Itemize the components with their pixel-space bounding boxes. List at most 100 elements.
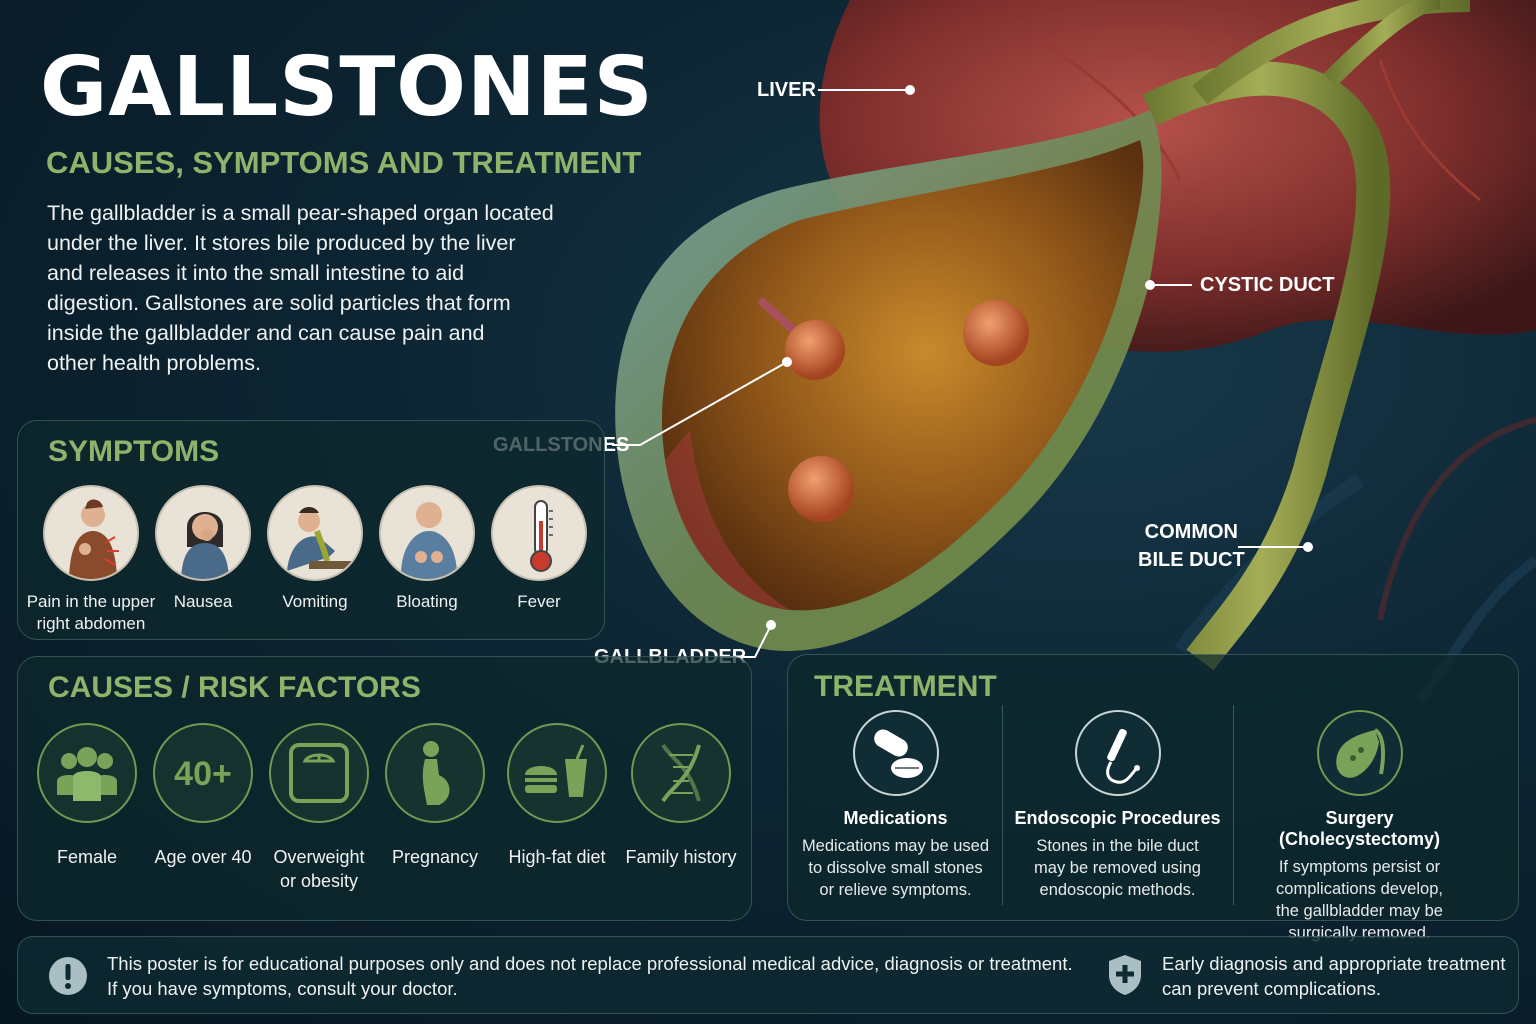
- intro-line: The gallbladder is a small pear-shaped o…: [47, 201, 554, 225]
- common-bile-duct-line2: BILE DUCT: [1138, 549, 1245, 571]
- treatment-heading: Surgery (Cholecystectomy): [1278, 808, 1441, 849]
- symptom-label: Fever: [474, 591, 604, 613]
- treatment-desc-line: to dissolve small stones: [808, 859, 983, 877]
- person-vomiting-icon: [267, 485, 363, 581]
- cause-label-line1: Female: [56, 847, 118, 867]
- cause-label: Female: [22, 845, 152, 869]
- treatment-desc-line: Medications may be used: [801, 837, 990, 855]
- person-nausea-icon: [155, 485, 251, 581]
- symptoms-panel: SYMPTOMS Pain in the upper right abdomen: [17, 420, 605, 640]
- cause-item: Overweight or obesity: [254, 723, 384, 893]
- treatment-heading: Endoscopic Procedures: [1014, 808, 1221, 828]
- treatment-desc-line: the gallbladder may be: [1276, 902, 1443, 920]
- intro-line: other health problems.: [47, 351, 261, 375]
- liver-label: LIVER: [757, 79, 816, 101]
- treatment-divider: [1233, 705, 1234, 905]
- age-40-text: 40+: [174, 755, 232, 793]
- symptom-label-line1: Bloating: [396, 592, 458, 611]
- cause-label-line1: High-fat diet: [508, 847, 606, 867]
- cause-label: Family history: [616, 845, 746, 869]
- symptom-item: Pain in the upper right abdomen: [26, 485, 156, 635]
- causes-panel: CAUSES / RISK FACTORS Female 40+ Age ove…: [17, 656, 752, 921]
- treatment-description: Medications may be used to dissolve smal…: [788, 835, 1003, 901]
- pills-icon: [852, 710, 939, 796]
- cause-label-line1: Family history: [625, 847, 737, 867]
- treatment-panel: TREATMENT Medications Medications may be…: [787, 654, 1519, 942]
- page-subtitle: CAUSES, SYMPTOMS AND TREATMENT: [46, 145, 642, 180]
- group-people-icon: [37, 723, 137, 823]
- cause-item: Pregnancy: [370, 723, 500, 869]
- cause-label: Age over 40: [138, 845, 268, 869]
- symptom-label-line1: Nausea: [173, 592, 233, 611]
- page-title: GALLSTONES: [40, 40, 654, 135]
- symptoms-title: SYMPTOMS: [48, 435, 220, 468]
- cystic-duct-label: CYSTIC DUCT: [1200, 274, 1335, 296]
- cause-label: Overweight or obesity: [254, 845, 384, 893]
- common-bile-duct-line1: COMMON: [1144, 521, 1238, 543]
- symptom-label-line1: Pain in the upper: [26, 592, 156, 611]
- cause-item: Family history: [616, 723, 746, 869]
- age-40-icon: 40+: [153, 723, 253, 823]
- cause-label-line1: Overweight: [273, 847, 365, 867]
- causes-title: CAUSES / RISK FACTORS: [48, 671, 421, 704]
- treatment-desc-line: complications develop,: [1276, 880, 1443, 898]
- person-pain-icon: [43, 485, 139, 581]
- cause-label: Pregnancy: [370, 845, 500, 869]
- treatment-description: Stones in the bile duct may be removed u…: [1010, 835, 1225, 901]
- endoscope-icon: [1074, 710, 1161, 796]
- symptom-item: Fever: [474, 485, 604, 613]
- symptom-item: Vomiting: [250, 485, 380, 613]
- exclamation-icon: [49, 957, 87, 995]
- symptom-label: Bloating: [362, 591, 492, 613]
- treatment-item: Surgery (Cholecystectomy) If symptoms pe…: [1252, 710, 1467, 944]
- prevention-line1: Early diagnosis and appropriate treatmen…: [1162, 953, 1506, 974]
- treatment-heading: Medications: [843, 808, 948, 828]
- treatment-description: If symptoms persist or complications dev…: [1252, 856, 1467, 944]
- disclaimer-line2: If you have symptoms, consult your docto…: [107, 978, 458, 999]
- intro-paragraph: The gallbladder is a small pear-shaped o…: [47, 198, 567, 378]
- common-bile-duct-label: COMMON BILE DUCT: [1138, 518, 1245, 574]
- treatment-item: Endoscopic Procedures Stones in the bile…: [1010, 710, 1225, 901]
- treatment-desc-line: may be removed using: [1034, 859, 1201, 877]
- prevention-line2: can prevent complications.: [1162, 978, 1382, 999]
- intro-line: digestion. Gallstones are solid particle…: [47, 291, 511, 315]
- pregnancy-icon: [385, 723, 485, 823]
- symptom-label-line1: Vomiting: [282, 592, 348, 611]
- disclaimer-text: This poster is for educational purposes …: [107, 951, 1073, 1001]
- disclaimer-line1: This poster is for educational purposes …: [107, 953, 1073, 974]
- treatment-item: Medications Medications may be used to d…: [788, 710, 1003, 901]
- burger-drink-icon: [507, 723, 607, 823]
- treatment-desc-line: or relieve symptoms.: [819, 881, 972, 899]
- cause-label-line1: Age over 40: [154, 847, 252, 867]
- symptom-label: Nausea: [138, 591, 268, 613]
- gallbladder-icon: [1316, 710, 1403, 796]
- intro-line: and releases it into the small intestine…: [47, 261, 465, 285]
- symptom-label: Vomiting: [250, 591, 380, 613]
- symptom-label-line2: right abdomen: [36, 614, 146, 633]
- treatment-desc-line: Stones in the bile duct: [1036, 837, 1199, 855]
- cause-label-line2: or obesity: [279, 871, 359, 891]
- treatment-title: TREATMENT: [814, 670, 997, 703]
- intro-line: inside the gallbladder and can cause pai…: [47, 321, 485, 345]
- footer-banner: This poster is for educational purposes …: [17, 936, 1519, 1014]
- cause-label-line1: Pregnancy: [391, 847, 479, 867]
- treatment-divider: [1002, 705, 1003, 905]
- treatment-desc-line: If symptoms persist or: [1278, 858, 1441, 876]
- scale-icon: [269, 723, 369, 823]
- intro-line: under the liver. It stores bile produced…: [47, 231, 516, 255]
- treatment-desc-line: endoscopic methods.: [1039, 881, 1196, 899]
- thermometer-icon: [491, 485, 587, 581]
- symptom-item: Nausea: [138, 485, 268, 613]
- cause-item: Female: [22, 723, 152, 869]
- person-bloating-icon: [379, 485, 475, 581]
- symptom-label: Pain in the upper right abdomen: [26, 591, 156, 635]
- cause-item: 40+ Age over 40: [138, 723, 268, 869]
- shield-plus-icon: [1109, 955, 1141, 995]
- symptom-label-line1: Fever: [517, 592, 561, 611]
- cause-item: High-fat diet: [492, 723, 622, 869]
- dna-icon: [631, 723, 731, 823]
- prevention-text: Early diagnosis and appropriate treatmen…: [1162, 951, 1505, 1001]
- symptom-item: Bloating: [362, 485, 492, 613]
- cause-label: High-fat diet: [492, 845, 622, 869]
